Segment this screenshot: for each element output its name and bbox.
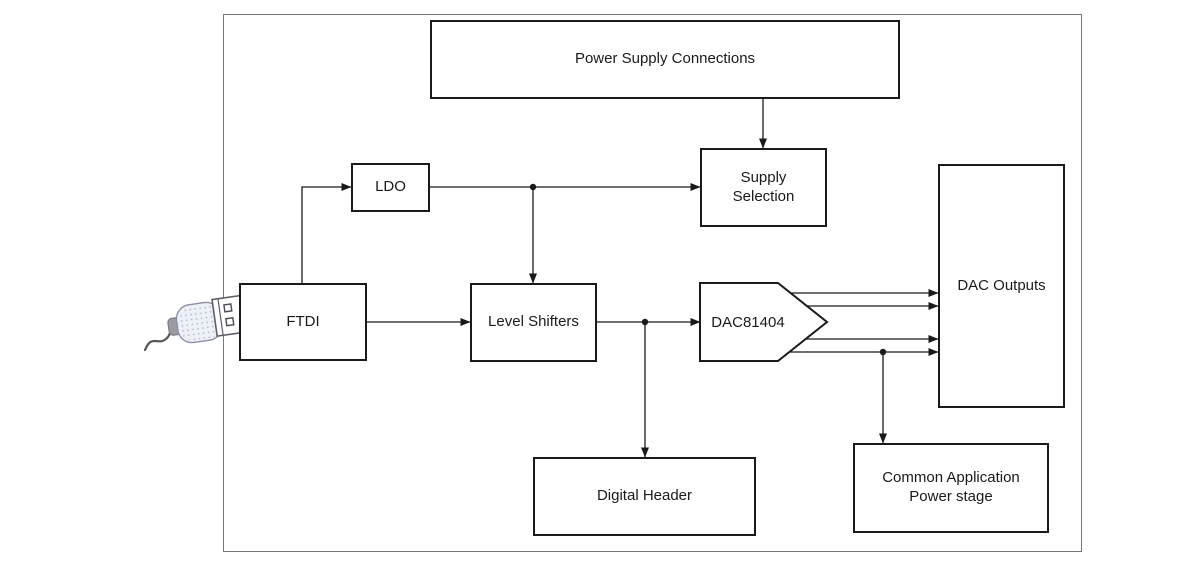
node-label: Supply <box>740 168 787 186</box>
node-label: Common Application <box>882 469 1020 487</box>
node-label: Power stage <box>909 488 993 505</box>
node-ldo: LDO <box>351 163 430 212</box>
node-dac81404-label: DAC81404 <box>698 283 798 361</box>
node-label: Level Shifters <box>488 313 579 331</box>
node-power-supply-connections: Power Supply Connections <box>430 20 900 99</box>
node-label: LDO <box>375 178 406 196</box>
node-ftdi: FTDI <box>239 283 367 361</box>
node-dac81404-shape <box>699 282 829 362</box>
node-supply-selection: Supply Selection <box>700 148 827 227</box>
node-digital-header: Digital Header <box>533 457 756 536</box>
node-dac-outputs: DAC Outputs <box>938 164 1065 408</box>
node-level-shifters: Level Shifters <box>470 283 597 362</box>
board-outline <box>223 14 1082 552</box>
node-label: Selection <box>732 187 795 205</box>
edge-ftdi-ldo <box>301 183 352 283</box>
node-label: DAC Outputs <box>957 276 1046 294</box>
junction-dots <box>529 183 887 356</box>
node-label: Power Supply Connections <box>574 50 756 68</box>
node-common-application-power-stage: Common Application Power stage <box>853 443 1049 533</box>
usb-plug-icon <box>143 294 247 352</box>
node-label: FTDI <box>286 312 320 330</box>
node-label: DAC81404 <box>711 313 785 331</box>
node-label: Digital Header <box>596 487 693 505</box>
